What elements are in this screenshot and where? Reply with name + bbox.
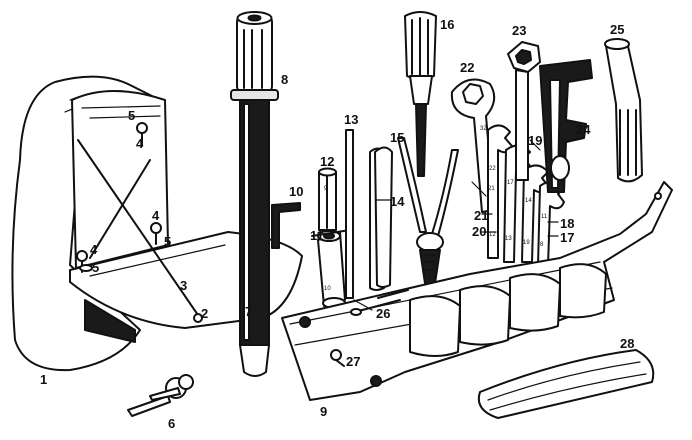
tool-box-back-panel [71, 90, 169, 269]
stamp-21: 21 [488, 186, 495, 192]
stamp-19: 19 [523, 240, 530, 246]
pliers [397, 137, 459, 291]
label-17: 17 [560, 230, 574, 245]
steel-rod [345, 129, 354, 299]
label-18: 18 [560, 216, 574, 231]
tyre-lever-pair [369, 146, 393, 291]
label-11: 11 [310, 228, 324, 243]
label-15: 15 [390, 130, 404, 145]
label-12: 12 [320, 154, 334, 169]
tool-box-shell [11, 75, 161, 372]
stamp-14: 14 [525, 198, 532, 204]
tool-roll [281, 181, 673, 401]
stamp-11: 11 [541, 214, 548, 220]
screw-washer-set [76, 122, 162, 273]
label-5b: 5 [164, 234, 171, 249]
label-24: 24 [576, 122, 591, 137]
label-4b: 4 [152, 208, 160, 223]
label-19: 19 [528, 133, 542, 148]
callout-labels: 1 2 3 4 4 4 5 5 5 6 7 8 9 10 11 12 13 14… [40, 17, 634, 431]
label-27: 27 [346, 354, 360, 369]
label-1: 1 [40, 372, 47, 387]
label-5c: 5 [92, 260, 99, 275]
cleaning-cloth [477, 349, 655, 419]
label-13: 13 [344, 112, 358, 127]
tyre-pump [230, 11, 279, 377]
tommy-bar [318, 167, 337, 231]
label-16: 16 [440, 17, 454, 32]
tool-stamps: 9 10 12 13 19 21 [324, 186, 530, 292]
label-3: 3 [180, 278, 187, 293]
label-26: 26 [376, 306, 390, 321]
stamp-9: 9 [324, 186, 328, 192]
screwdriver [404, 11, 437, 177]
label-6: 6 [168, 416, 175, 431]
hex-key [271, 202, 301, 249]
label-25: 25 [610, 22, 624, 37]
label-9: 9 [320, 404, 327, 419]
label-23: 23 [512, 23, 526, 38]
stamp-17: 17 [507, 180, 514, 186]
stamp-13: 13 [505, 236, 512, 242]
box-spanner [311, 229, 351, 309]
label-22: 22 [460, 60, 474, 75]
stamp-12: 12 [489, 232, 496, 238]
label-28: 28 [620, 336, 634, 351]
adjustable-wrench [539, 59, 593, 193]
socket-spanner [507, 41, 541, 181]
label-5a: 5 [128, 108, 135, 123]
label-2: 2 [201, 306, 208, 321]
label-10: 10 [289, 184, 303, 199]
stamp-8: 8 [540, 242, 544, 248]
label-14: 14 [390, 194, 405, 209]
key-set [127, 374, 194, 417]
label-8: 8 [281, 72, 288, 87]
stamp-10: 10 [324, 286, 331, 292]
label-21: 21 [474, 208, 488, 223]
label-7: 7 [245, 304, 252, 319]
label-4a: 4 [136, 136, 144, 151]
stamp-22: 22 [489, 166, 496, 172]
label-20: 20 [472, 224, 486, 239]
leader-lines [353, 139, 559, 311]
small-screw [330, 349, 345, 367]
oil-can [604, 38, 643, 183]
small-spring-clip [350, 289, 409, 316]
label-4c: 4 [90, 242, 98, 257]
open-end-spanner-set: 22 17 14 11 8 [487, 124, 565, 267]
stamp-32: 32 [480, 126, 487, 132]
lid-stay-rod [77, 139, 203, 323]
ring-spanner: 32 [450, 78, 496, 213]
